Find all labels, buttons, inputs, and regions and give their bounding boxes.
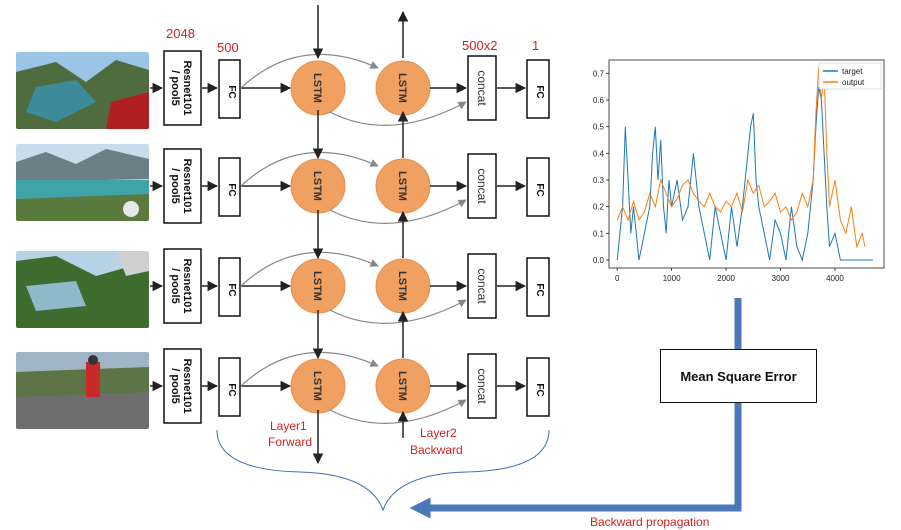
y-tick-label: 0.0 bbox=[593, 256, 605, 265]
resnet-label: Resnet101/ pool5 bbox=[169, 358, 193, 413]
series-line-output bbox=[616, 67, 866, 249]
fc-block bbox=[218, 59, 241, 119]
series-line-target bbox=[616, 86, 874, 262]
resnet-block bbox=[163, 148, 202, 224]
y-tick-label: 0.4 bbox=[593, 149, 605, 158]
y-tick-label: 0.5 bbox=[593, 123, 605, 132]
concat-block bbox=[467, 153, 497, 219]
output-fc-label: FC bbox=[534, 183, 545, 196]
dim-label-2048: 2048 bbox=[166, 26, 195, 41]
lstm-forward-label: LSTM bbox=[311, 371, 323, 401]
row-2: Resnet101/ pool5 FC LSTM LSTM concat FC bbox=[150, 148, 550, 224]
x-tick-label: 1000 bbox=[663, 274, 681, 283]
output-fc-block bbox=[526, 157, 550, 217]
lstm-backward-label: LSTM bbox=[396, 171, 408, 201]
lstm-backward-label: LSTM bbox=[396, 73, 408, 103]
y-tick-label: 0.7 bbox=[593, 69, 605, 78]
concat-block bbox=[467, 55, 497, 121]
concat-block bbox=[467, 353, 497, 419]
lstm-backward-label: LSTM bbox=[396, 271, 408, 301]
legend-label: output bbox=[842, 78, 865, 87]
output-fc-label: FC bbox=[534, 383, 545, 396]
video-frame-1 bbox=[16, 52, 149, 129]
y-tick-label: 0.6 bbox=[593, 96, 605, 105]
resnet-block bbox=[163, 50, 202, 126]
output-fc-label: FC bbox=[534, 85, 545, 98]
dim-label-1: 1 bbox=[532, 38, 539, 53]
resnet-label: Resnet101/ pool5 bbox=[169, 258, 193, 313]
y-tick-label: 0.1 bbox=[593, 229, 605, 238]
dim-label-500: 500 bbox=[217, 40, 239, 55]
output-fc-block bbox=[526, 257, 550, 317]
output-fc-block bbox=[526, 357, 550, 417]
video-frame-4 bbox=[16, 352, 149, 429]
concat-label: concat bbox=[475, 368, 489, 404]
resnet-block bbox=[163, 248, 202, 324]
layer1-label: Layer1 bbox=[270, 419, 307, 433]
backprop-label: Backward propagation bbox=[590, 515, 709, 529]
x-tick-label: 3000 bbox=[772, 274, 790, 283]
chart-legend: target output bbox=[818, 62, 882, 90]
output-fc-block bbox=[526, 59, 550, 119]
row-1: Resnet101/ pool5 FC LSTM LSTM concat FC bbox=[150, 50, 550, 126]
concat-block bbox=[467, 253, 497, 319]
output-fc-label: FC bbox=[534, 283, 545, 296]
x-tick-label: 2000 bbox=[717, 274, 735, 283]
resnet-label: Resnet101/ pool5 bbox=[169, 60, 193, 115]
loss-chart: 0 1000 2000 3000 4000 0.0 0.1 0.2 0.3 0.4 0.5 0.6 0.… bbox=[593, 59, 885, 283]
layer2-label: Layer2 bbox=[420, 426, 457, 440]
legend-label: target bbox=[842, 67, 863, 76]
concat-label: concat bbox=[475, 70, 489, 106]
lstm-backward-label: LSTM bbox=[396, 371, 408, 401]
layer1-sublabel: Forward bbox=[268, 435, 312, 449]
video-frame-3 bbox=[16, 251, 149, 328]
x-tick-label: 4000 bbox=[826, 274, 844, 283]
fc-label: FC bbox=[226, 283, 237, 296]
fc-label: FC bbox=[226, 383, 237, 396]
lstm-forward-label: LSTM bbox=[311, 73, 323, 103]
y-tick-label: 0.3 bbox=[593, 176, 605, 185]
x-tick-label: 0 bbox=[615, 274, 620, 283]
mse-box: Mean Square Error bbox=[660, 349, 817, 403]
fc-block bbox=[218, 357, 241, 417]
fc-block bbox=[218, 257, 241, 317]
resnet-label: Resnet101/ pool5 bbox=[169, 158, 193, 213]
bottom-brace bbox=[216, 429, 550, 512]
lstm-forward-label: LSTM bbox=[311, 271, 323, 301]
video-frame-2 bbox=[16, 144, 149, 221]
lstm-forward-label: LSTM bbox=[311, 171, 323, 201]
concat-label: concat bbox=[475, 168, 489, 204]
concat-label: concat bbox=[475, 268, 489, 304]
fc-label: FC bbox=[226, 85, 237, 98]
fc-block bbox=[218, 157, 241, 217]
y-tick-label: 0.2 bbox=[593, 203, 605, 212]
dim-label-500x2: 500x2 bbox=[462, 38, 497, 53]
row-3: Resnet101/ pool5 FC LSTM LSTM concat FC bbox=[150, 248, 550, 324]
mse-label: Mean Square Error bbox=[680, 368, 797, 384]
layer2-sublabel: Backward bbox=[410, 443, 463, 457]
resnet-block bbox=[163, 348, 202, 424]
row-4: Resnet101/ pool5 FC LSTM LSTM concat FC bbox=[150, 348, 550, 424]
fc-label: FC bbox=[226, 183, 237, 196]
